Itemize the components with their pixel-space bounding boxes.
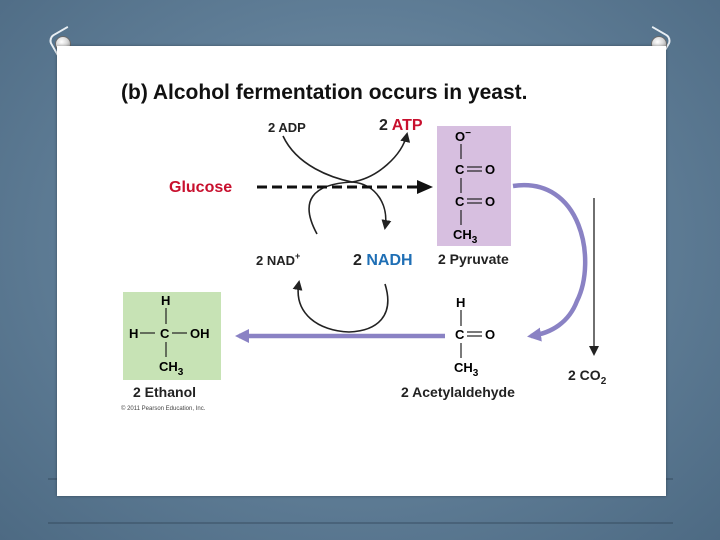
pyruvate-label: 2 Pyruvate bbox=[438, 251, 509, 267]
svg-text:C: C bbox=[455, 162, 465, 177]
svg-text:O: O bbox=[485, 162, 495, 177]
pyruvate-to-acetaldehyde-arrow bbox=[513, 185, 585, 336]
ethanol-label: 2 Ethanol bbox=[133, 384, 196, 400]
adp-atp-arrow bbox=[283, 134, 407, 182]
svg-text:OH: OH bbox=[190, 326, 210, 341]
svg-text:H: H bbox=[129, 326, 138, 341]
nadh-label: 2 NADH bbox=[353, 252, 413, 269]
fermentation-diagram: (b) Alcohol fermentation occurs in yeast… bbox=[57, 46, 666, 496]
slide-panel: (b) Alcohol fermentation occurs in yeast… bbox=[57, 46, 666, 496]
svg-text:H: H bbox=[456, 295, 465, 310]
acetaldehyde-structure: H C O CH3 bbox=[454, 295, 495, 379]
adp-label: 2 ADP bbox=[268, 120, 306, 135]
glucose-label: Glucose bbox=[169, 179, 232, 196]
co2-label: 2 CO2 bbox=[568, 367, 607, 387]
svg-text:O: O bbox=[485, 194, 495, 209]
diagram-title: (b) Alcohol fermentation occurs in yeast… bbox=[121, 81, 527, 104]
nad-label: 2 NAD+ bbox=[256, 251, 300, 268]
svg-text:H: H bbox=[161, 293, 170, 308]
svg-text:C: C bbox=[455, 194, 465, 209]
acetaldehyde-label: 2 Acetylaldehyde bbox=[401, 384, 515, 400]
glucose-arrowhead bbox=[417, 180, 433, 194]
atp-label: 2 ATP bbox=[379, 117, 423, 134]
nad-nadh-down-arrow bbox=[309, 182, 386, 234]
svg-text:CH3: CH3 bbox=[454, 360, 479, 379]
svg-text:C: C bbox=[160, 326, 170, 341]
svg-text:O: O bbox=[485, 327, 495, 342]
copyright-text: © 2011 Pearson Education, Inc. bbox=[121, 405, 206, 412]
nadh-nad-arrow bbox=[298, 282, 388, 332]
pyruvate-box bbox=[437, 126, 511, 246]
svg-text:C: C bbox=[455, 327, 465, 342]
